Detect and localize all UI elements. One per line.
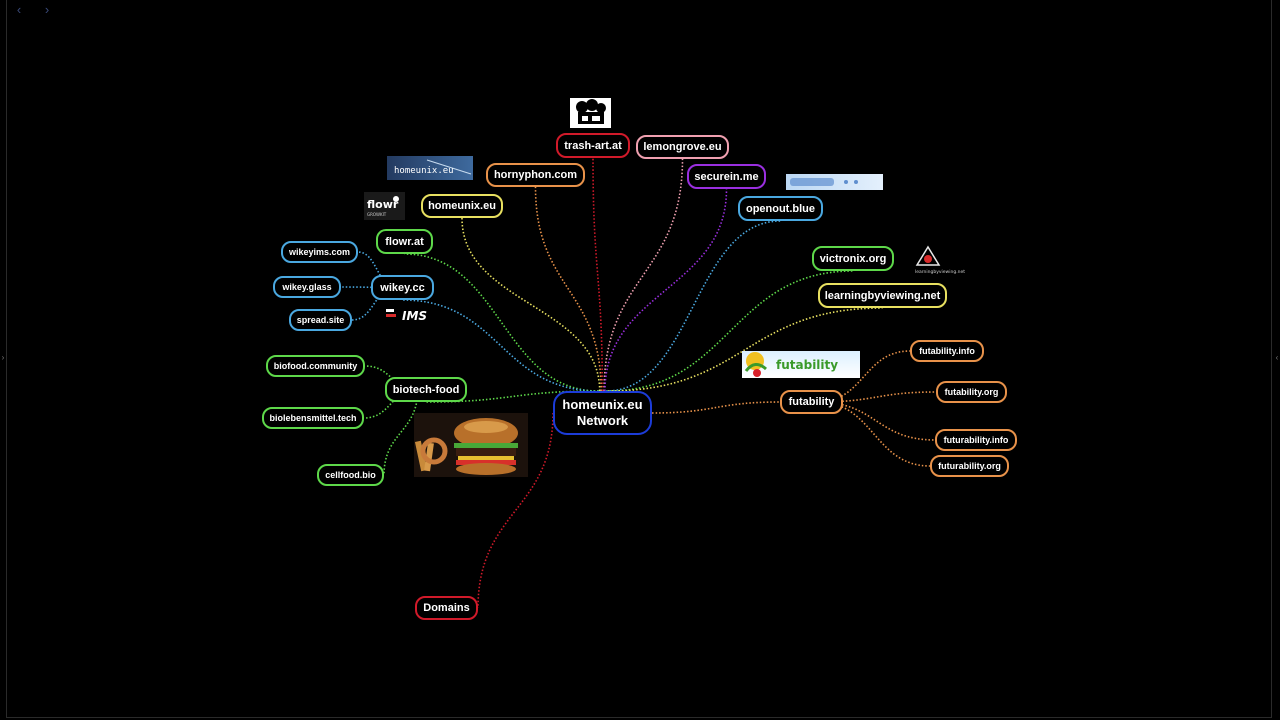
node-futurability-info[interactable]: futurability.info [935, 429, 1017, 451]
right-edge-arrow-icon[interactable]: ‹ [1275, 353, 1279, 362]
learningbyviewing-logo-text: learningbyviewing.net [915, 269, 965, 275]
burger-photo-image [414, 413, 528, 477]
back-icon[interactable]: ‹ [16, 2, 22, 17]
left-edge-arrow-icon[interactable]: › [1, 353, 5, 362]
link-root-securein [604, 188, 728, 392]
node-biotech-food[interactable]: biotech-food [385, 377, 467, 402]
node-securein[interactable]: securein.me [687, 164, 766, 189]
homeunix-banner-text: homeunix.eu [394, 166, 454, 176]
link-biotech-biofood [364, 365, 418, 391]
root-node[interactable]: homeunix.eu Network [553, 391, 652, 435]
link-wikeycc-wikeyglass [340, 286, 397, 289]
node-futability-info[interactable]: futability.info [910, 340, 984, 362]
link-root-wikeycc [402, 299, 599, 392]
link-wikeycc-spread [351, 286, 397, 321]
node-trash-art[interactable]: trash-art.at [556, 133, 630, 158]
forward-icon[interactable]: › [44, 2, 50, 17]
link-root-horny [534, 186, 602, 392]
node-learningbyviewing[interactable]: learningbyviewing.net [818, 283, 947, 308]
node-cellfood-bio[interactable]: cellfood.bio [317, 464, 384, 486]
wikeyims-logo-image: IMS [384, 306, 442, 324]
node-flowr[interactable]: flowr.at [376, 229, 433, 254]
node-biofood-community[interactable]: biofood.community [266, 355, 365, 377]
homeunix-banner-image: homeunix.eu [387, 156, 473, 180]
node-wikey-cc[interactable]: wikey.cc [371, 275, 434, 300]
futability-banner-text: futability [776, 358, 838, 372]
futability-banner-image: futability [742, 351, 860, 378]
trash-art-logo-image [570, 98, 611, 128]
link-root-lemon [603, 158, 684, 392]
node-wikeyims[interactable]: wikeyims.com [281, 241, 358, 263]
node-lemongrove[interactable]: lemongrove.eu [636, 135, 729, 159]
node-hornyphon[interactable]: hornyphon.com [486, 163, 585, 187]
node-homeunix[interactable]: homeunix.eu [421, 194, 503, 218]
link-futability-futinfo [817, 350, 911, 403]
link-root-victronix [607, 270, 854, 392]
node-futability[interactable]: futability [780, 390, 843, 414]
learningbyviewing-logo-image: learningbyviewing.net [914, 244, 974, 276]
node-wikey-glass[interactable]: wikey.glass [273, 276, 341, 298]
node-futurability-org[interactable]: futurability.org [930, 455, 1009, 477]
link-biotech-cellfood [383, 389, 419, 476]
node-openout[interactable]: openout.blue [738, 196, 823, 221]
link-root-futability [651, 401, 781, 414]
flowr-logo-image: flowr GROWKIT [364, 192, 405, 220]
link-root-learning [608, 307, 883, 392]
link-root-homeunix [461, 217, 601, 392]
wikeyims-logo-text: IMS [402, 309, 427, 323]
openout-banner-image [786, 174, 883, 190]
link-root-trash [592, 157, 604, 392]
node-futability-org[interactable]: futability.org [936, 381, 1007, 403]
node-victronix[interactable]: victronix.org [812, 246, 894, 271]
link-root-flowr [404, 253, 599, 392]
link-root-openout [606, 220, 781, 392]
node-spread-site[interactable]: spread.site [289, 309, 352, 331]
flowr-logo-subtext: GROWKIT [367, 212, 387, 217]
node-biolebensmittel-tech[interactable]: biolebensmittel.tech [262, 407, 364, 429]
flowr-logo-text: flowr [367, 198, 399, 211]
node-domains[interactable]: Domains [415, 596, 478, 620]
